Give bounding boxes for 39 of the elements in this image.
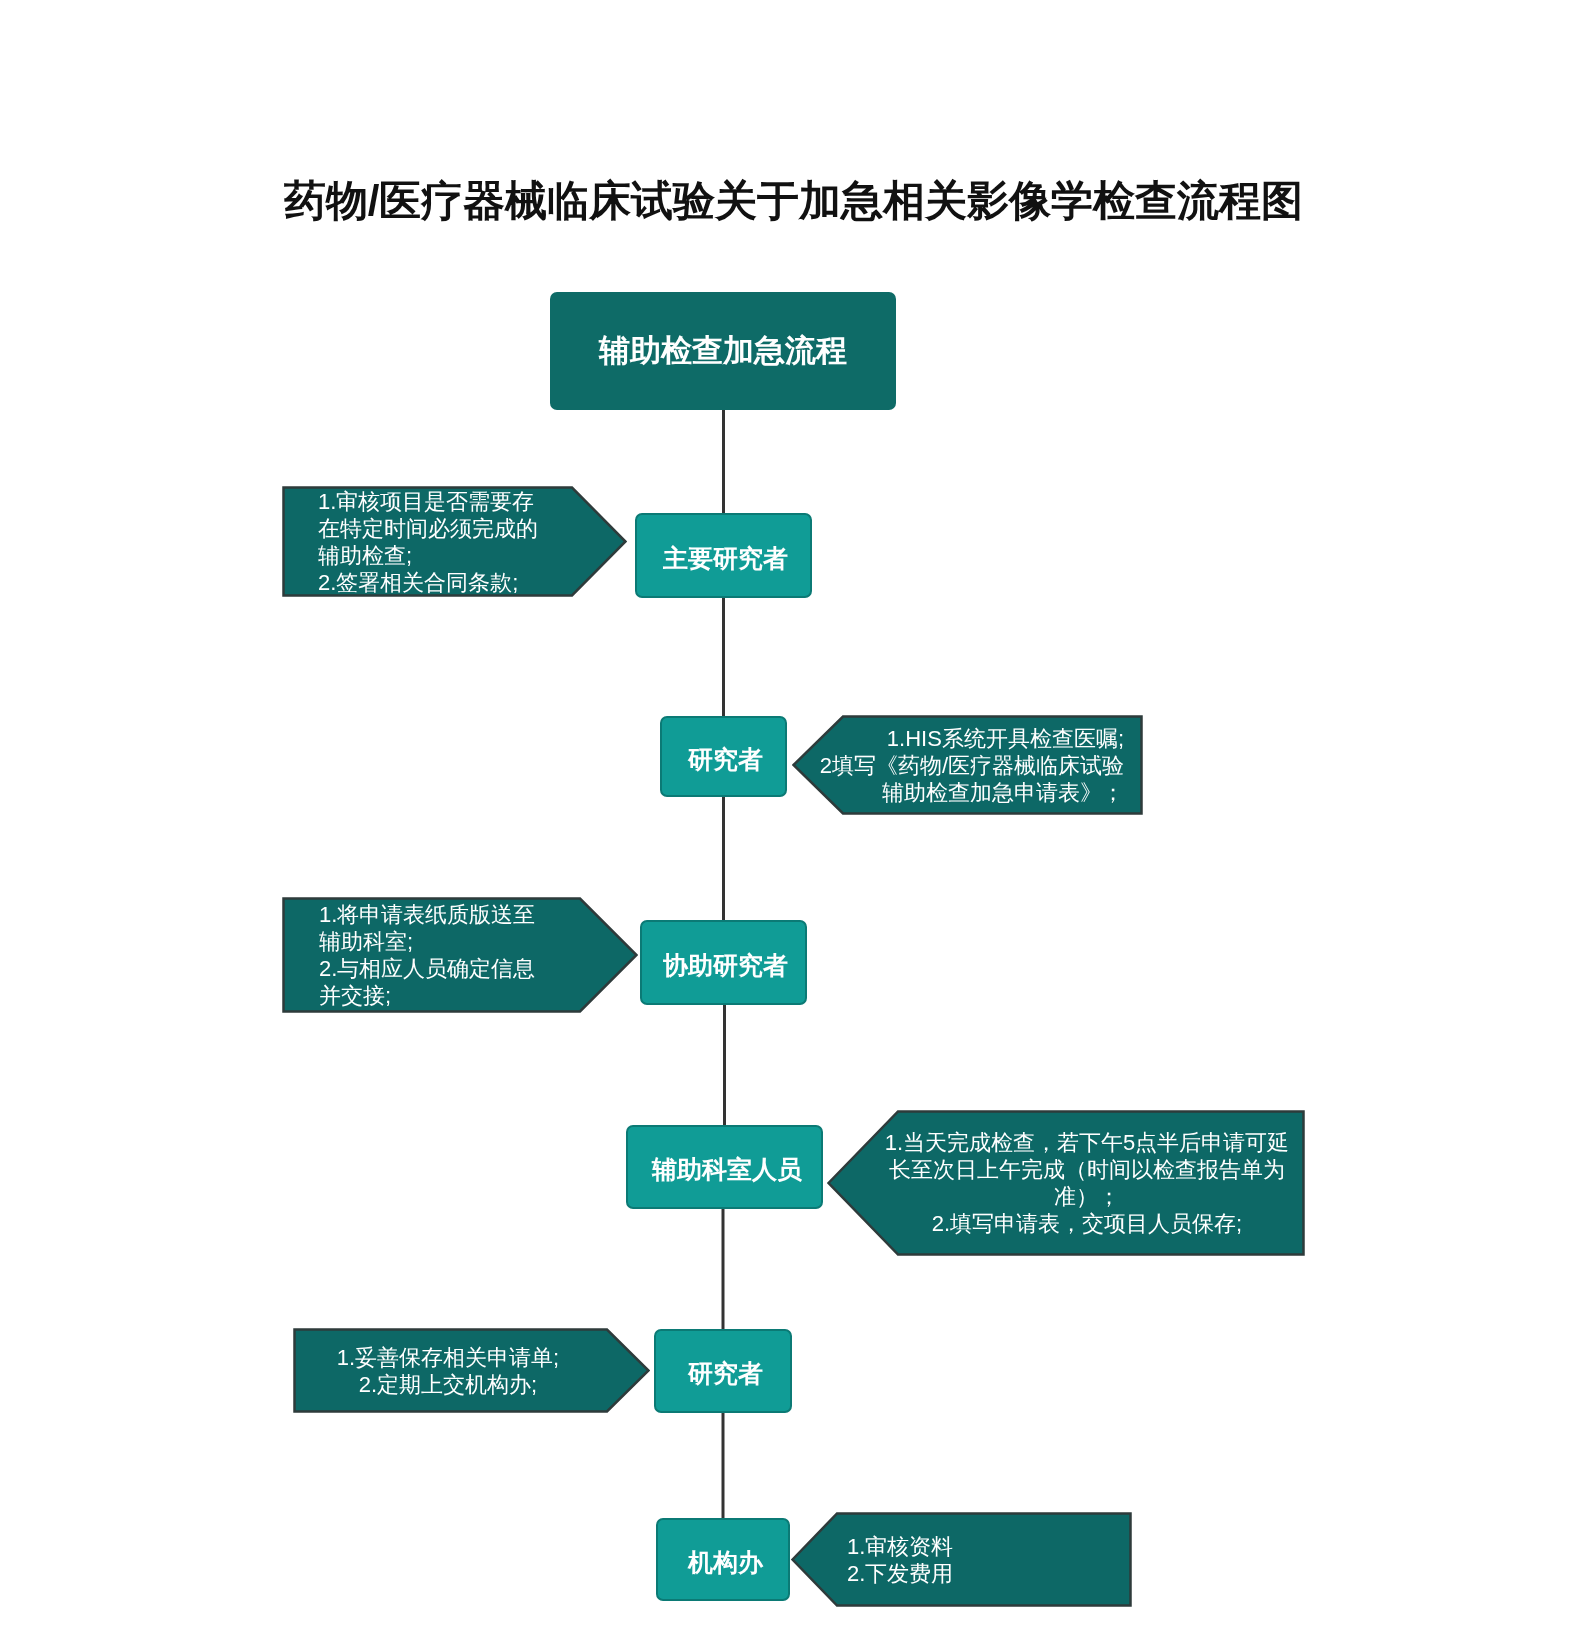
instruction-text: 1.审核项目是否需要存在特定时间必须完成的辅助检查; xyxy=(318,487,539,569)
start-box xyxy=(550,292,896,410)
instruction-text: 1.当天完成检查，若下午5点半后申请可延长至次日上午完成（时间以检查报告单为准）； xyxy=(883,1129,1291,1210)
instruction-text: 1.审核资料 xyxy=(847,1532,954,1560)
instruction-text: 2.下发费用 xyxy=(847,1559,954,1587)
arrow-callout xyxy=(282,486,627,597)
instruction-text: 2.与相应人员确定信息并交接; xyxy=(319,955,537,1009)
instruction-text: 2.定期上交机构办; xyxy=(358,1370,538,1398)
role-label: 协助研究者 xyxy=(663,949,788,981)
role-box xyxy=(656,1518,790,1601)
role-box xyxy=(654,1329,792,1413)
connector-line xyxy=(723,1005,726,1125)
role-label: 机构办 xyxy=(687,1546,763,1578)
instruction-text: 1.妥善保存相关申请单; xyxy=(336,1343,560,1371)
diagram-title: 药物/医疗器械临床试验关于加急相关影像学检查流程图 xyxy=(283,176,1304,226)
connector-line xyxy=(721,1209,725,1329)
connector-line xyxy=(722,410,725,513)
role-label: 研究者 xyxy=(688,743,763,775)
connector-line xyxy=(721,1413,725,1518)
role-label: 辅助科室人员 xyxy=(651,1154,802,1185)
instruction-text: 2.填写申请表，交项目人员保存; xyxy=(931,1210,1243,1237)
instruction-text: 2填写《药物/医疗器械临床试验辅助检查加急申请表》； xyxy=(818,751,1124,806)
instruction-text: 1.将申请表纸质版送至辅助科室; xyxy=(319,901,537,955)
instruction-text: 2.签署相关合同条款; xyxy=(318,568,519,596)
arrow-callout xyxy=(792,715,1143,815)
arrow-callout xyxy=(282,897,638,1013)
arrow-callout xyxy=(791,1512,1132,1607)
instruction-text: 1.HIS系统开具检查医嘱; xyxy=(886,724,1124,752)
role-box xyxy=(640,920,807,1005)
role-label: 主要研究者 xyxy=(663,542,788,574)
arrow-callout xyxy=(293,1328,650,1413)
connector-line xyxy=(722,797,725,920)
role-box xyxy=(660,716,787,797)
role-box xyxy=(626,1125,823,1209)
role-label: 研究者 xyxy=(687,1358,763,1389)
connector-line xyxy=(722,598,725,716)
arrow-callout xyxy=(827,1110,1305,1256)
role-box xyxy=(635,513,812,598)
flow-heading: 辅助检查加急流程 xyxy=(599,332,847,370)
